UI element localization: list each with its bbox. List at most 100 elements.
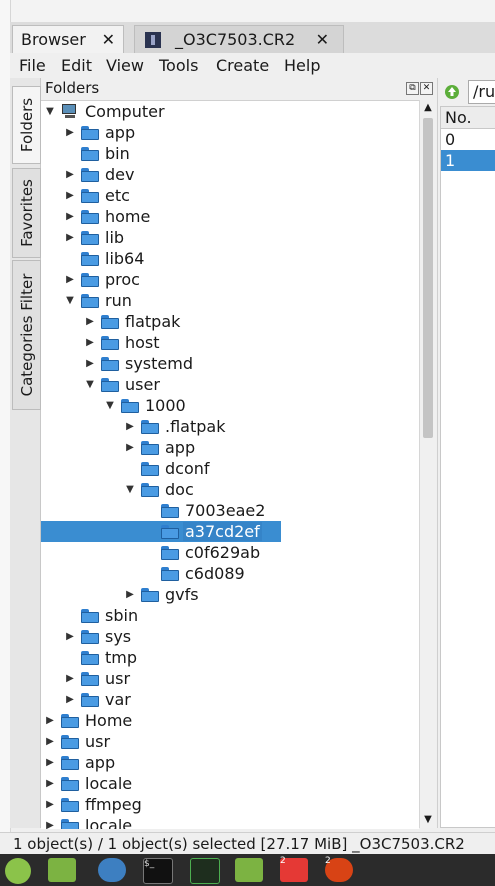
expand-arrow-icon[interactable]: ▶ xyxy=(46,736,54,747)
path-input[interactable]: /ru xyxy=(468,80,495,104)
tree-item[interactable]: ▼1000 xyxy=(41,395,419,416)
side-tab-favorites[interactable]: Favorites xyxy=(12,168,41,258)
expand-arrow-icon[interactable]: ▶ xyxy=(126,421,134,432)
expand-arrow-icon[interactable]: ▶ xyxy=(66,673,74,684)
tree-item[interactable]: ▶usr xyxy=(41,731,419,752)
tree-item[interactable]: ▶ var xyxy=(41,689,419,710)
tree-item[interactable]: ▶systemd xyxy=(41,353,419,374)
tree-item[interactable]: ▶gvfs xyxy=(41,584,419,605)
expand-arrow-icon[interactable]: ▶ xyxy=(46,820,54,829)
scrollbar-thumb[interactable] xyxy=(423,118,433,438)
tree-item-selected[interactable]: a37cd2ef xyxy=(41,521,419,542)
image-viewer-icon[interactable]: 2 xyxy=(325,856,353,882)
column-header-no[interactable]: No. xyxy=(441,107,495,129)
side-tab-folders-label: Folders xyxy=(17,97,36,153)
folder-icon xyxy=(141,440,159,455)
menu-tools[interactable]: Tools xyxy=(159,56,199,75)
tree-item[interactable]: ▶app xyxy=(41,752,419,773)
tree-item[interactable]: ▶flatpak xyxy=(41,311,419,332)
collapse-arrow-icon[interactable]: ▼ xyxy=(86,379,94,390)
tree-item[interactable]: ▼user xyxy=(41,374,419,395)
tree-item[interactable]: dconf xyxy=(41,458,419,479)
expand-arrow-icon[interactable]: ▶ xyxy=(66,211,74,222)
tree-item[interactable]: ▶proc xyxy=(41,269,419,290)
collapse-arrow-icon[interactable]: ▼ xyxy=(106,400,114,411)
tree-item[interactable]: ▼Computer xyxy=(41,101,419,122)
tree-item[interactable]: ▶ffmpeg xyxy=(41,794,419,815)
browser-icon[interactable] xyxy=(98,858,126,882)
expand-arrow-icon[interactable]: ▶ xyxy=(66,631,74,642)
menu-create[interactable]: Create xyxy=(216,56,270,75)
menu-file[interactable]: File xyxy=(19,56,46,75)
tree-item[interactable]: c6d089 xyxy=(41,563,419,584)
collapse-arrow-icon[interactable]: ▼ xyxy=(126,484,134,495)
tree-item[interactable]: ▶dev xyxy=(41,164,419,185)
tree-item[interactable]: sbin xyxy=(41,605,419,626)
side-tab-folders[interactable]: Folders xyxy=(12,86,41,164)
tree-item[interactable]: ▶.flatpak xyxy=(41,416,419,437)
go-up-icon[interactable] xyxy=(444,84,460,100)
tree-item[interactable]: 7003eae2 xyxy=(41,500,419,521)
tree-item[interactable]: ▶locale xyxy=(41,815,419,829)
tree-item[interactable]: ▶lib xyxy=(41,227,419,248)
tab-browser[interactable]: Browser ✕ xyxy=(12,25,124,53)
tree-item-label: a37cd2ef xyxy=(183,522,262,541)
tree-scrollbar[interactable]: ▲ ▼ xyxy=(419,100,436,828)
expand-arrow-icon[interactable]: ▶ xyxy=(86,358,94,369)
tree-item[interactable]: ▶usr xyxy=(41,668,419,689)
git-icon[interactable]: 2 xyxy=(280,856,308,882)
menu-edit[interactable]: Edit xyxy=(61,56,92,75)
tree-item[interactable]: ▶host xyxy=(41,332,419,353)
tab-image-file-label: _O3C7503.CR2 xyxy=(175,30,296,49)
system-monitor-icon[interactable] xyxy=(190,858,220,884)
expand-arrow-icon[interactable]: ▶ xyxy=(66,694,74,705)
collapse-arrow-icon[interactable]: ▼ xyxy=(46,106,54,117)
tree-item[interactable]: lib64 xyxy=(41,248,419,269)
side-tab-categories-filter[interactable]: Categories Filter xyxy=(12,260,41,410)
table-row[interactable]: 0 xyxy=(445,130,456,149)
tree-item[interactable]: c0f629ab xyxy=(41,542,419,563)
expand-arrow-icon[interactable]: ▶ xyxy=(46,757,54,768)
table-row-selected[interactable]: 1 xyxy=(441,150,495,171)
tree-item[interactable]: ▶Home xyxy=(41,710,419,731)
expand-arrow-icon[interactable]: ▶ xyxy=(66,190,74,201)
scroll-up-icon[interactable]: ▲ xyxy=(424,102,432,113)
expand-arrow-icon[interactable]: ▶ xyxy=(46,715,54,726)
tree-item[interactable]: bin xyxy=(41,143,419,164)
tree-item[interactable]: ▼run xyxy=(41,290,419,311)
collapse-arrow-icon[interactable]: ▼ xyxy=(66,295,74,306)
expand-arrow-icon[interactable]: ▶ xyxy=(66,169,74,180)
close-icon[interactable]: ✕ xyxy=(315,30,329,49)
mint-menu-icon[interactable] xyxy=(5,858,31,884)
tab-image-file[interactable]: _O3C7503.CR2 ✕ xyxy=(134,25,344,53)
expand-arrow-icon[interactable]: ▶ xyxy=(126,442,134,453)
expand-arrow-icon[interactable]: ▶ xyxy=(66,232,74,243)
expand-arrow-icon[interactable]: ▶ xyxy=(66,127,74,138)
expand-arrow-icon[interactable]: ▶ xyxy=(46,799,54,810)
tree-item[interactable]: ▼doc xyxy=(41,479,419,500)
tree-item[interactable]: ▶etc xyxy=(41,185,419,206)
menu-view[interactable]: View xyxy=(106,56,144,75)
tree-item[interactable]: ▶locale xyxy=(41,773,419,794)
expand-arrow-icon[interactable]: ▶ xyxy=(86,337,94,348)
terminal-icon[interactable]: $_ xyxy=(143,858,173,884)
expand-arrow-icon[interactable]: ▶ xyxy=(46,778,54,789)
expand-arrow-icon[interactable]: ▶ xyxy=(86,316,94,327)
float-panel-icon[interactable]: ⧉ xyxy=(406,82,419,95)
tree-item[interactable]: ▶home xyxy=(41,206,419,227)
expand-arrow-icon[interactable]: ▶ xyxy=(126,589,134,600)
expand-arrow-icon[interactable]: ▶ xyxy=(66,274,74,285)
folder-icon[interactable] xyxy=(235,858,263,882)
menu-help[interactable]: Help xyxy=(284,56,321,75)
tree-item[interactable]: ▶app xyxy=(41,437,419,458)
files-icon[interactable] xyxy=(48,858,76,882)
tree-item-label: var xyxy=(105,690,131,709)
tree-item[interactable]: ▶app xyxy=(41,122,419,143)
tree-item[interactable]: ▶sys xyxy=(41,626,419,647)
tree-item[interactable]: tmp xyxy=(41,647,419,668)
tab-browser-label: Browser xyxy=(21,30,86,49)
close-panel-icon[interactable]: ✕ xyxy=(420,82,433,95)
scroll-down-icon[interactable]: ▼ xyxy=(424,814,432,825)
close-icon[interactable]: ✕ xyxy=(101,30,115,49)
